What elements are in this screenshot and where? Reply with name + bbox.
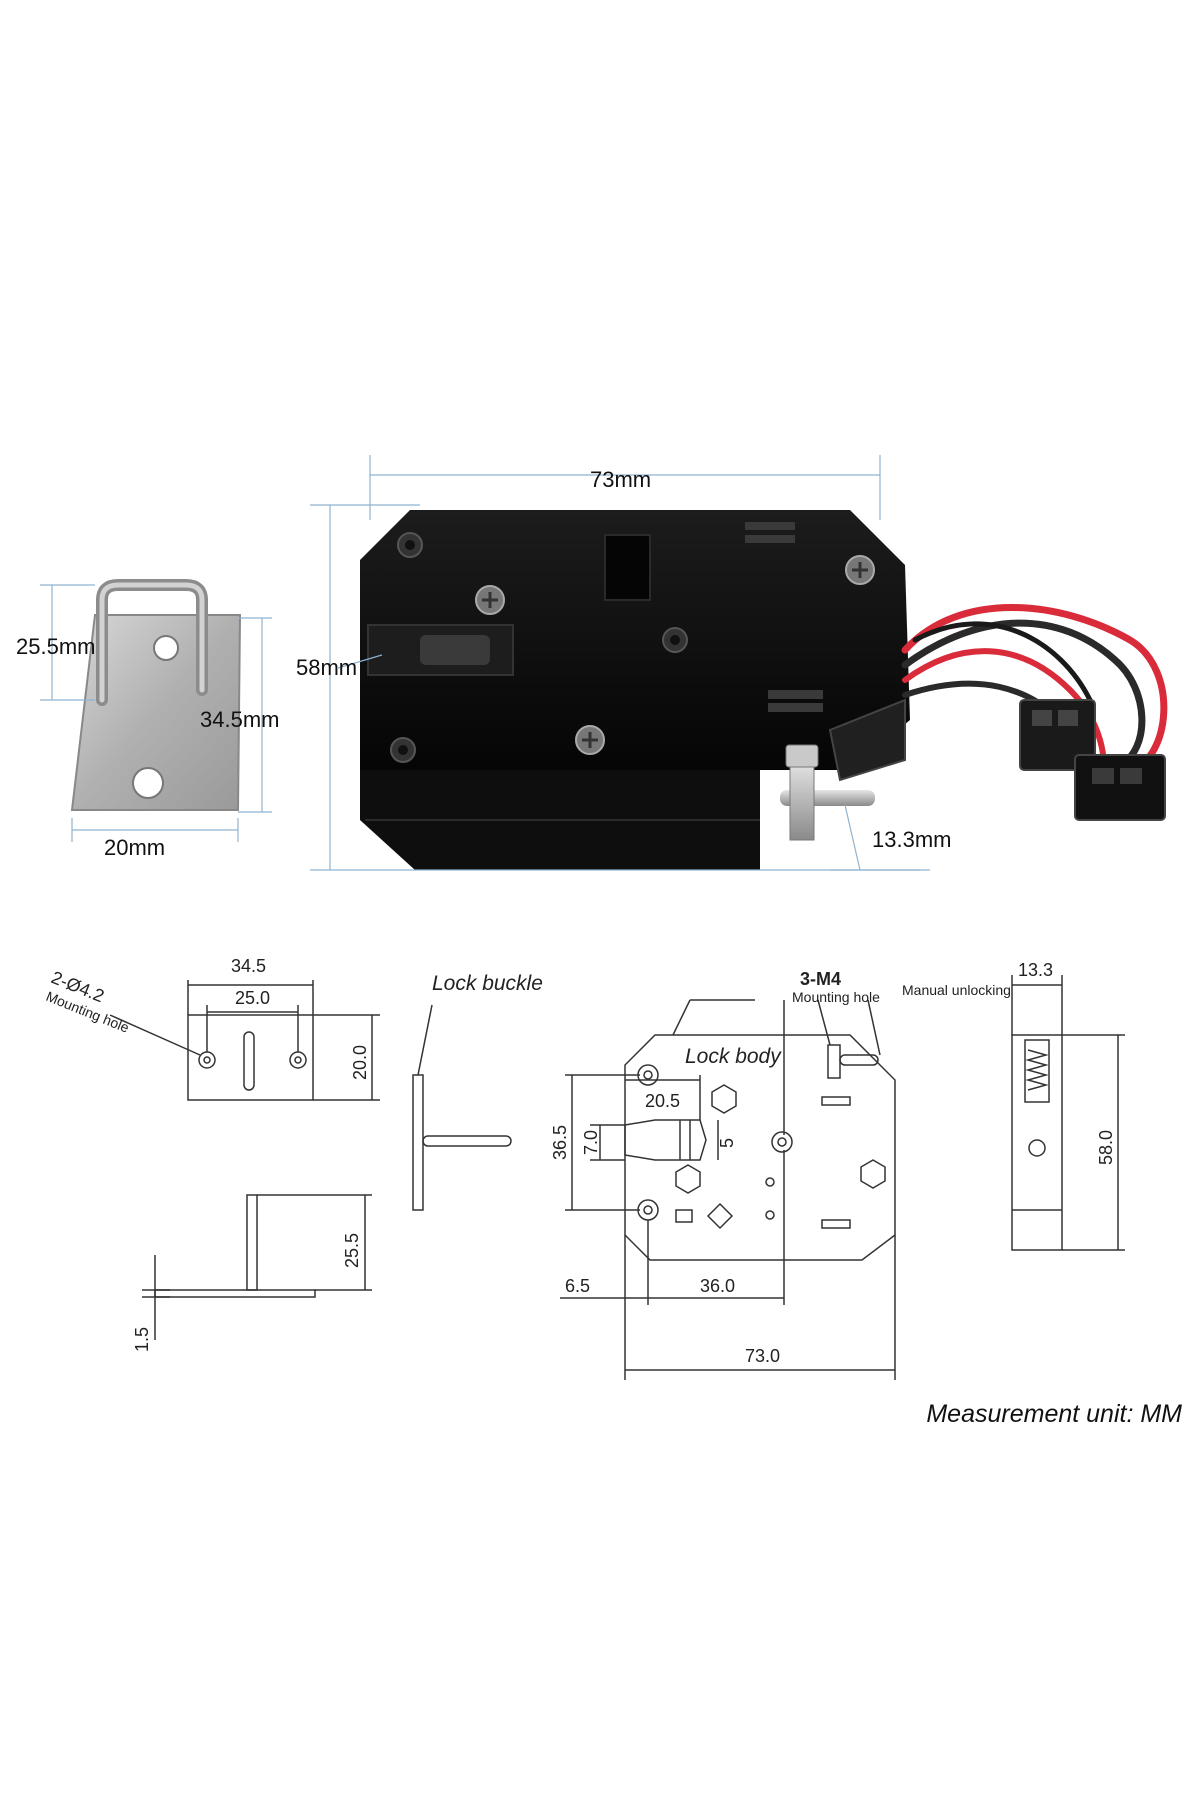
photo-section: 25.5mm 34.5mm 20mm: [16, 455, 1168, 871]
plate-width-label: 34.5: [231, 956, 266, 976]
buckle-height-dim: 25.5: [342, 1233, 362, 1268]
lock-hole-spec: 3-M4: [800, 969, 841, 989]
side-view-drawing: [1011, 975, 1125, 1251]
buckle-plate-drawing: [109, 980, 380, 1101]
slot-depth-dim: 20.5: [645, 1091, 680, 1111]
plate-height-label: 20.0: [350, 1045, 370, 1080]
buckle-side-drawing: [142, 1194, 372, 1340]
buckle-photo: [70, 579, 242, 811]
buckle-dimension-lines: [40, 584, 272, 842]
lock-body-dimension-lines: [310, 455, 930, 871]
plate-hole-spacing-label: 25.0: [235, 988, 270, 1008]
slot-height-dim: 7.0: [581, 1130, 601, 1155]
left-offset-dim: 6.5: [565, 1276, 590, 1296]
body-height-label: 58mm: [296, 655, 357, 680]
measurement-unit-note: Measurement unit: MM: [926, 1400, 1182, 1428]
technical-drawing: 34.5 25.0 20.0 2-Ø4.2 Mounting hole 25.5…: [44, 956, 1125, 1380]
buckle-thickness-dim: 1.5: [132, 1327, 152, 1352]
hole-height-dim: 36.5: [550, 1125, 570, 1160]
lock-body-drawing: [560, 999, 896, 1380]
buckle-width-label: 20mm: [104, 835, 165, 860]
buckle-plate-height-label: 34.5mm: [200, 707, 279, 732]
body-width-label: 73mm: [590, 467, 651, 492]
wire-connector: [1019, 699, 1166, 821]
lock-body-title: Lock body: [685, 1045, 782, 1068]
hole-offset-dim: 36.0: [700, 1276, 735, 1296]
buckle-height-label: 25.5mm: [16, 634, 95, 659]
lock-buckle-drawing: [412, 1004, 512, 1211]
side-latch-width-dim: 13.3: [1018, 960, 1053, 980]
overall-width-dim: 73.0: [745, 1346, 780, 1366]
lock-hole-caption: Mounting hole: [792, 989, 880, 1005]
manual-unlock-caption: Manual unlocking: [902, 982, 1011, 998]
latch-offset-label: 13.3mm: [872, 827, 951, 852]
side-height-dim: 58.0: [1096, 1130, 1116, 1165]
lock-buckle-title: Lock buckle: [432, 972, 543, 995]
lock-body-photo: [360, 510, 910, 870]
slot-gap-dim: 5: [717, 1138, 737, 1148]
